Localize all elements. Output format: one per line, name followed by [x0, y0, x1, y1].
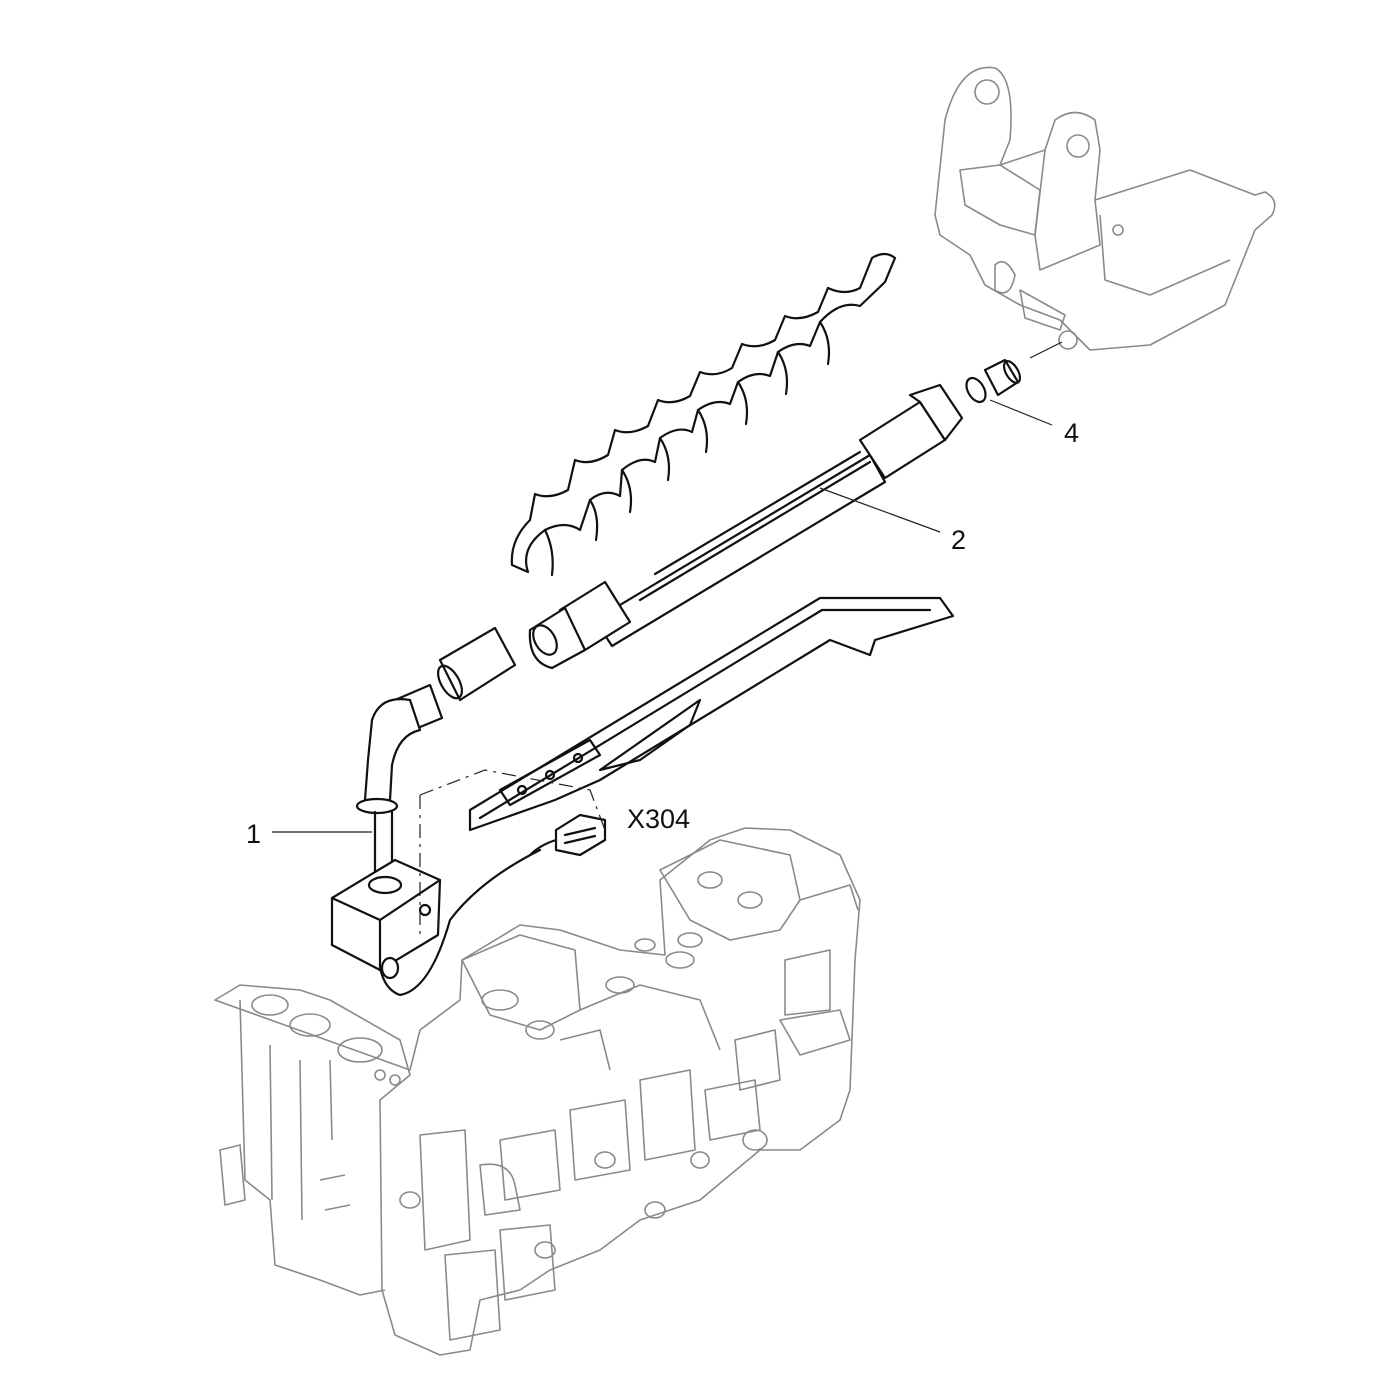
- leader-lines: [272, 399, 1053, 833]
- callout-1: 1: [246, 819, 261, 849]
- leader-2: [819, 487, 941, 533]
- leader-4: [989, 399, 1053, 426]
- mounting-bracket: [934, 66, 1276, 351]
- callout-2: 2: [951, 525, 966, 555]
- electrical-connector-x304: [528, 813, 607, 857]
- spiral-wrap: [510, 252, 897, 577]
- callout-x304: X304: [627, 804, 690, 834]
- phantom-lines: [419, 341, 1063, 935]
- callout-4: 4: [1064, 418, 1079, 448]
- adapter-fitting: [965, 358, 1022, 404]
- control-valve-bank: [214, 827, 861, 1356]
- pipe-fittings: [355, 626, 517, 887]
- support-rail: [468, 596, 955, 832]
- hose-assembly: [528, 383, 964, 670]
